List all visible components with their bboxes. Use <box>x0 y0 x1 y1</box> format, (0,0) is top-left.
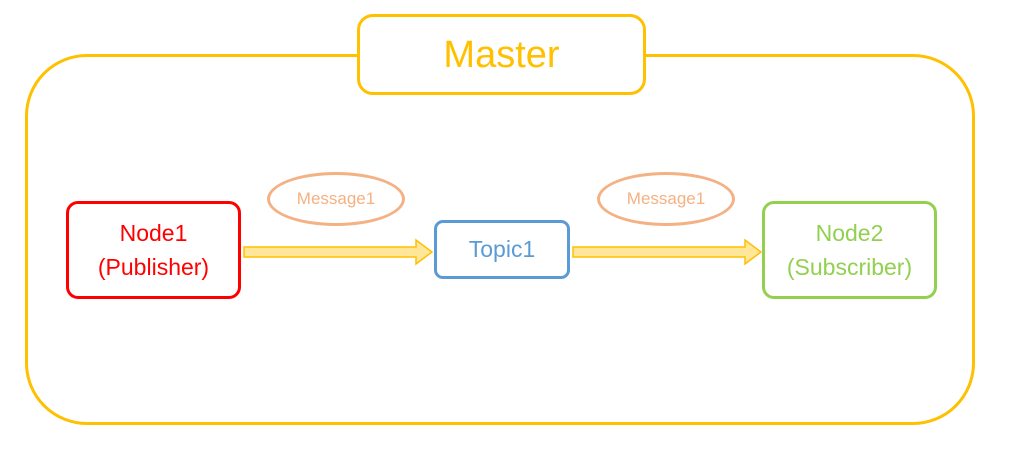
topic-node: Topic1 <box>434 220 570 279</box>
subscribe-arrow <box>572 238 763 266</box>
subscribe-message-label: Message1 <box>626 189 706 208</box>
publisher-node: Node1 (Publisher) <box>66 201 241 299</box>
subscriber-role: (Subscriber) <box>786 254 913 280</box>
publish-message-label: Message1 <box>296 189 376 208</box>
publish-arrow <box>243 238 434 266</box>
master-title-label: Master <box>443 33 560 76</box>
publisher-name: Node1 <box>119 220 188 246</box>
subscribe-arrow-shape <box>572 238 763 266</box>
master-title: Master <box>357 14 646 95</box>
publish-arrow-shape <box>243 238 434 266</box>
subscriber-node: Node2 (Subscriber) <box>762 201 937 299</box>
subscriber-name: Node2 <box>815 220 884 246</box>
publish-message-bubble: Message1 <box>267 172 405 226</box>
topic-name: Topic1 <box>468 236 536 262</box>
publisher-role: (Publisher) <box>97 254 210 280</box>
subscribe-message-bubble: Message1 <box>597 172 735 226</box>
